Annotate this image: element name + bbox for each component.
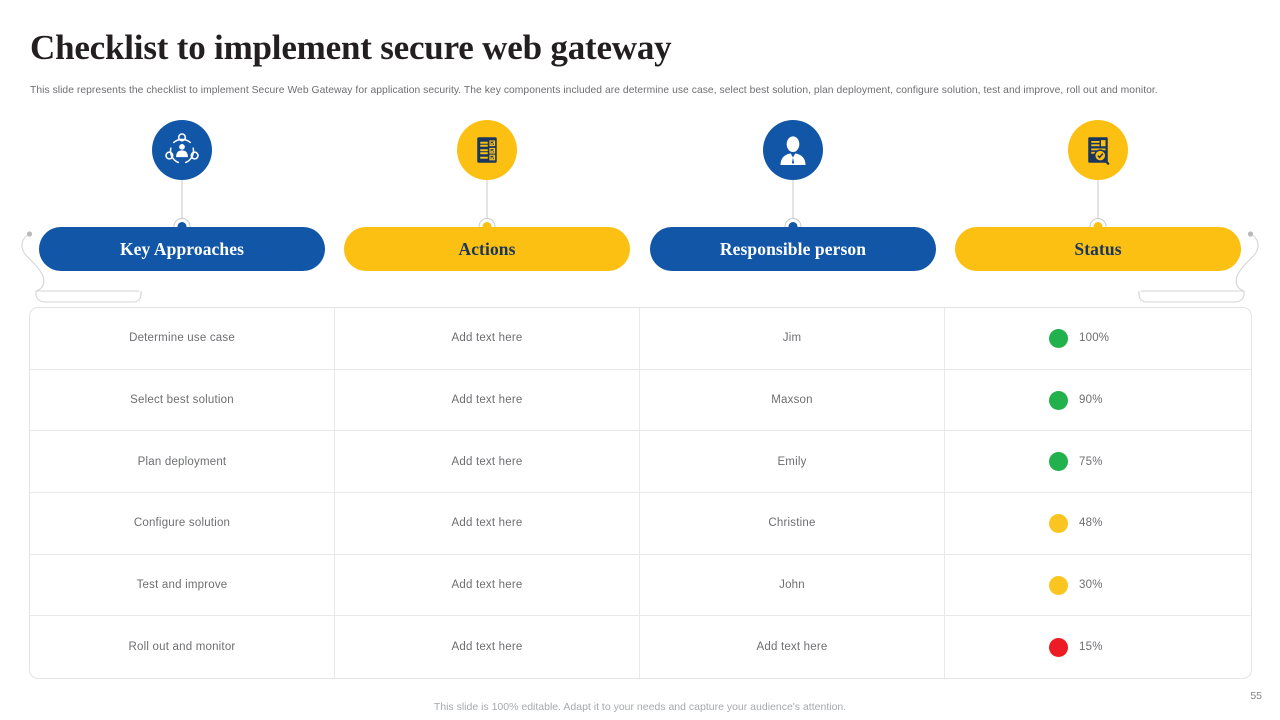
connector-line (486, 180, 488, 223)
column-pill-responsible-person[interactable]: Responsible person (650, 227, 936, 271)
cell-key-approach: Configure solution (30, 493, 335, 554)
column-header-group: Key Approaches (0, 120, 1280, 300)
cell-action[interactable]: Add text here (335, 554, 640, 616)
cell-action[interactable]: Add text here (335, 493, 640, 554)
status-percent: 30% (1079, 579, 1103, 592)
connector-dot (1093, 222, 1103, 231)
status-dot-icon (1049, 575, 1068, 595)
column-pill-key-approaches[interactable]: Key Approaches (39, 227, 325, 271)
person-network-icon (165, 133, 199, 164)
status-icon-badge (1068, 120, 1128, 180)
status-dot-icon (1049, 513, 1068, 533)
status-dot-icon (1049, 328, 1068, 348)
slide-description: This slide represents the checklist to i… (30, 85, 1158, 96)
cell-responsible-person[interactable]: Emily (640, 431, 945, 493)
cell-action[interactable]: Add text here (335, 431, 640, 493)
cell-responsible-person[interactable]: Add text here (640, 616, 945, 679)
status-percent: 100% (1079, 332, 1110, 345)
connector-line (1097, 180, 1099, 223)
cell-key-approach: Plan deployment (30, 431, 335, 493)
cell-status: 15% (945, 616, 1251, 678)
connector-dot (177, 222, 187, 231)
column-pill-actions[interactable]: Actions (344, 227, 630, 271)
businessman-avatar-icon (780, 136, 806, 165)
cell-key-approach: Roll out and monitor (30, 616, 335, 679)
footer-note: This slide is 100% editable. Adapt it to… (433, 701, 847, 713)
cell-status: 100% (945, 308, 1251, 369)
status-percent: 75% (1079, 455, 1103, 468)
cell-key-approach: Determine use case (30, 308, 335, 369)
cell-key-approach: Test and improve (30, 554, 335, 616)
status-percent: 15% (1079, 641, 1103, 654)
key-approaches-icon-badge (152, 120, 212, 180)
cell-responsible-person[interactable]: John (640, 554, 945, 616)
status-dot-icon (1049, 637, 1068, 657)
status-percent: 48% (1079, 517, 1103, 530)
cell-status: 48% (945, 493, 1251, 554)
cell-responsible-person[interactable]: Jim (640, 308, 945, 369)
document-magnifier-icon (1088, 137, 1110, 165)
connector-line (792, 180, 794, 223)
checklist-document-icon (477, 137, 497, 163)
actions-icon-badge (457, 120, 517, 180)
column-pill-status[interactable]: Status (955, 227, 1241, 271)
cell-key-approach: Select best solution (30, 369, 335, 431)
cell-action[interactable]: Add text here (335, 369, 640, 431)
cell-status: 30% (945, 555, 1251, 616)
cell-status: 90% (945, 370, 1251, 431)
connector-dot (482, 222, 492, 231)
cell-responsible-person[interactable]: Maxson (640, 369, 945, 431)
connector-line (181, 180, 183, 223)
cell-responsible-person[interactable]: Christine (640, 493, 945, 554)
connector-dot (788, 222, 798, 231)
status-dot-icon (1049, 452, 1068, 472)
status-percent: 90% (1079, 394, 1103, 407)
cell-action[interactable]: Add text here (335, 616, 640, 679)
page-title: Checklist to implement secure web gatewa… (30, 28, 672, 67)
cell-status: 75% (945, 431, 1251, 492)
cell-action[interactable]: Add text here (335, 308, 640, 369)
page-number: 55 (1250, 690, 1262, 702)
status-dot-icon (1049, 390, 1068, 410)
responsible-person-icon-badge (763, 120, 823, 180)
